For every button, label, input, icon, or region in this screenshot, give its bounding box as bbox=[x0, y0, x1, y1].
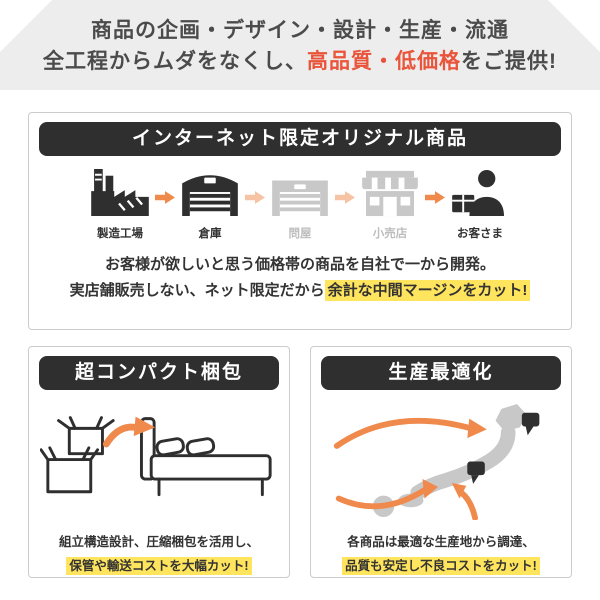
header-line2-accent: 高品質・低価格 bbox=[307, 50, 461, 73]
internet-desc-line1: お客様が欲しいと思う価格帯の商品を自社で一から開発。 bbox=[104, 256, 495, 273]
flow-label-retail: 小売店 bbox=[372, 228, 408, 240]
warehouse-icon bbox=[182, 175, 238, 217]
internet-card-description: お客様が欲しいと思う価格帯の商品を自社で一から開発。 実店舗販売しない、ネット限… bbox=[39, 252, 561, 304]
packaging-card-title: 超コンパクト梱包 bbox=[39, 356, 279, 390]
wholesaler-icon bbox=[272, 180, 328, 217]
factory-icon bbox=[91, 169, 149, 217]
production-desc-highlight: 品質も安定し不良コストをカット! bbox=[342, 557, 540, 575]
internet-card-title: インターネット限定オリジナル商品 bbox=[39, 122, 561, 156]
bottom-cards-row: 超コンパクト梱包 bbox=[28, 346, 572, 578]
flow-arrow-icon-faded bbox=[335, 190, 355, 205]
header-line2: 全工程からムダをなくし、高品質・低価格をご提供! bbox=[0, 46, 600, 78]
supply-chain-flow: 製造工場 倉庫 bbox=[39, 169, 561, 241]
production-card-title: 生産最適化 bbox=[321, 356, 561, 390]
card-production-optimization: 生産最適化 bbox=[310, 346, 572, 578]
boxes-to-bed-graphic bbox=[40, 415, 272, 496]
header-line1: 商品の企画・デザイン・設計・生産・流通 bbox=[91, 19, 509, 42]
production-graphic bbox=[321, 400, 561, 522]
header-line2-suffix: をご提供! bbox=[461, 50, 557, 73]
flow-step-warehouse: 倉庫 bbox=[178, 169, 242, 241]
packaging-graphic bbox=[39, 400, 279, 522]
packaging-desc-highlight: 保管や輸送コストを大幅カット! bbox=[66, 557, 252, 575]
flow-arrow-icon bbox=[155, 190, 175, 205]
retail-store-icon bbox=[362, 170, 418, 217]
flow-step-wholesaler: 問屋 bbox=[268, 169, 332, 241]
packaging-desc-line1: 組立構造設計、圧縮梱包を活用し、 bbox=[58, 535, 259, 549]
flow-arrow-icon-faded bbox=[245, 190, 265, 205]
header-banner: 商品の企画・デザイン・設計・生産・流通 全工程からムダをなくし、高品質・低価格を… bbox=[0, 0, 600, 90]
flow-label-warehouse: 倉庫 bbox=[198, 228, 222, 240]
customer-icon bbox=[452, 169, 504, 217]
production-card-description: 各商品は最適な生産地から調達、 品質も安定し不良コストをカット! bbox=[321, 530, 561, 578]
internet-desc-line2: 実店舗販売しない、ネット限定だから余計な中間マージンをカット! bbox=[70, 280, 531, 301]
production-desc-line1: 各商品は最適な生産地から調達、 bbox=[347, 535, 535, 549]
flow-step-customer: お客さま bbox=[448, 169, 512, 241]
flow-label-customer: お客さま bbox=[457, 228, 503, 240]
flow-label-wholesaler: 問屋 bbox=[288, 228, 312, 240]
japan-map-graphic bbox=[333, 403, 540, 520]
card-compact-packaging: 超コンパクト梱包 bbox=[28, 346, 290, 578]
internet-desc-line2-prefix: 実店舗販売しない、ネット限定だから bbox=[69, 282, 325, 299]
flow-arrow-icon bbox=[425, 190, 445, 205]
flow-step-retail: 小売店 bbox=[358, 169, 422, 241]
header-line2-prefix: 全工程からムダをなくし、 bbox=[43, 50, 307, 73]
packaging-card-description: 組立構造設計、圧縮梱包を活用し、 保管や輸送コストを大幅カット! bbox=[39, 530, 279, 578]
flow-label-factory: 製造工場 bbox=[97, 228, 143, 240]
flow-step-factory: 製造工場 bbox=[88, 169, 152, 241]
card-internet-exclusive: インターネット限定オリジナル商品 製造工場 bbox=[28, 112, 572, 330]
internet-desc-line2-highlight: 余計な中間マージンをカット! bbox=[324, 280, 531, 301]
